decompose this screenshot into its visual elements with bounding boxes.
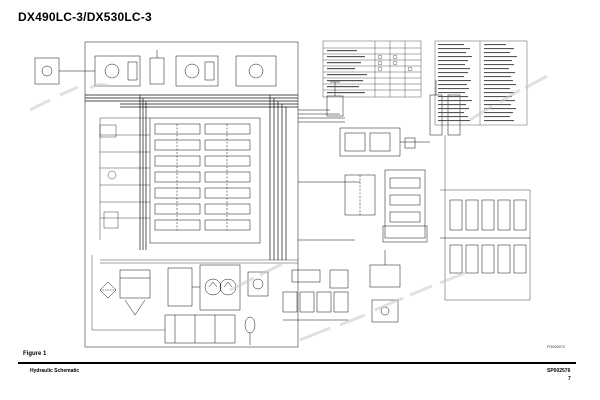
pilot-pump: [247, 271, 269, 297]
swing-priority-valve: [326, 81, 344, 117]
page-title: DX490LC-3/DX530LC-3: [18, 10, 152, 24]
track-lines: [440, 135, 531, 301]
cross-connect-lines: [298, 109, 360, 241]
main-line-bundle: [85, 94, 298, 260]
figure-label: Figure 1: [23, 351, 47, 357]
solenoid-valve: [291, 269, 349, 289]
lock-valve: [382, 225, 428, 243]
hydraulic-tank: [119, 269, 151, 316]
footer-rule: [18, 362, 576, 364]
travel-motor-right: [175, 55, 219, 87]
boom-holding-valve: [339, 127, 430, 157]
travel-motor-left: [94, 55, 141, 87]
main-control-valve: [149, 117, 261, 244]
arm-cylinder: [440, 199, 530, 239]
pilot-valve-group: [282, 291, 349, 321]
pilot-lines-left: [99, 117, 150, 240]
return-lines: [91, 255, 298, 331]
page-number: 7: [568, 376, 571, 382]
swing-motor: [235, 55, 277, 87]
arm-regen-valve: [344, 174, 376, 216]
bucket-valve: [384, 169, 426, 239]
regulator-block: [164, 314, 236, 344]
schematic-frame: [84, 41, 299, 348]
boom-cylinder: [429, 80, 461, 136]
engine: [167, 267, 200, 307]
attachment-cylinder: [149, 50, 165, 85]
accumulator: [244, 316, 256, 345]
footer-doc-id: SP002576: [547, 368, 571, 374]
drawing-id: FG005072: [547, 345, 565, 349]
bucket-cylinder: [449, 244, 527, 274]
operation-table: [322, 40, 422, 98]
watermark: [29, 74, 548, 342]
parts-list: [434, 40, 528, 126]
swing-brake: [34, 57, 60, 85]
travel-pedal-valve: [369, 250, 401, 288]
footer-section: Hydraulic Schematic: [30, 368, 80, 374]
filter: [99, 281, 117, 299]
